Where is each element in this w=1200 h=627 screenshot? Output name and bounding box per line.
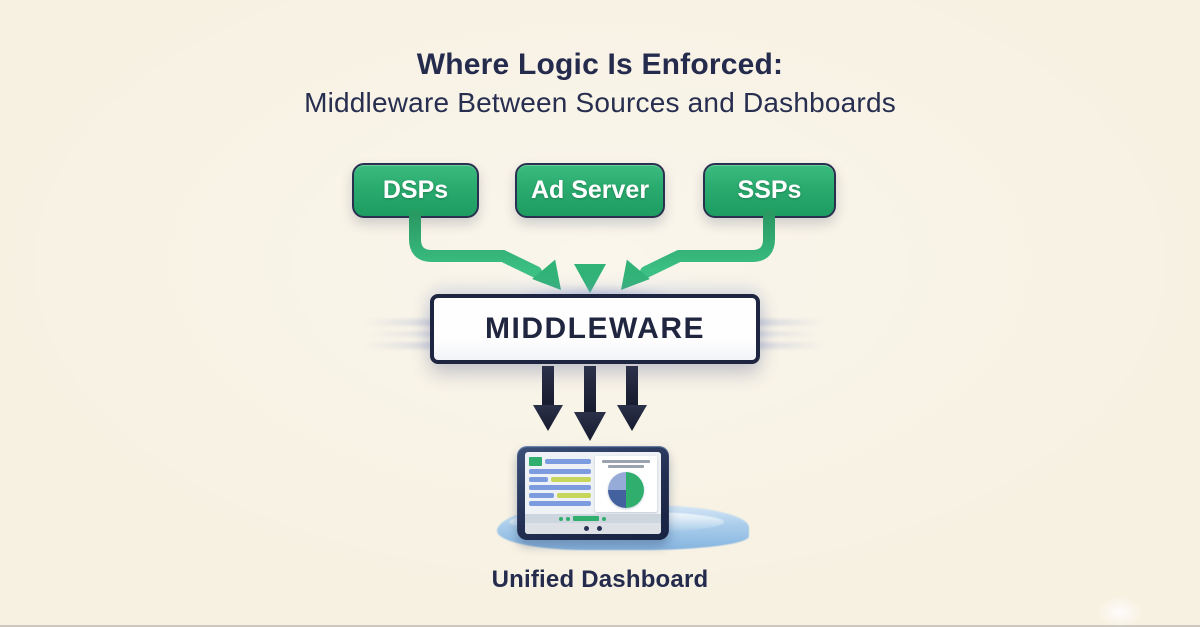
middleware-streak-left: [364, 315, 432, 353]
pie-chart-icon: [608, 472, 645, 508]
text-line-icon: [601, 460, 651, 463]
blue-bar-icon: [529, 477, 548, 482]
green-dot-icon: [559, 516, 563, 521]
blue-bar-icon: [545, 459, 592, 464]
diagram-title: Where Logic Is Enforced:: [416, 48, 784, 81]
dashboard-chart-card: [595, 456, 657, 512]
green-chip-icon: [529, 457, 542, 466]
navy-dot-icon: [584, 526, 589, 531]
diagram-subtitle: Middleware Between Sources and Dashboard…: [304, 87, 896, 118]
source-node-ssps: SSPs: [703, 163, 836, 218]
dashboard-list-panel: [529, 456, 592, 512]
blue-bar-icon: [529, 469, 592, 474]
tablet-screen: [525, 452, 661, 534]
blue-bar-icon: [529, 485, 592, 490]
source-node-dsps: DSPs: [352, 163, 479, 218]
bottom-edge-line: [0, 625, 1200, 627]
corner-glare: [1088, 590, 1152, 627]
source-node-ssps-label: SSPs: [737, 176, 802, 204]
dashboard-toolbar: [525, 514, 661, 523]
green-dot-icon: [602, 516, 606, 521]
source-node-ad-server-label: Ad Server: [530, 176, 650, 204]
tablet-bezel-strip: [525, 523, 661, 534]
yellow-bar-icon: [556, 493, 592, 498]
middleware-streak-right: [758, 315, 826, 353]
unified-dashboard-tablet-icon: [517, 446, 669, 540]
navy-dot-icon: [597, 526, 602, 531]
middleware-node-label: MIDDLEWARE: [485, 312, 705, 345]
blue-bar-icon: [529, 493, 554, 498]
blue-bar-icon: [529, 501, 592, 506]
yellow-bar-icon: [550, 477, 592, 482]
source-node-ad-server: Ad Server: [515, 163, 665, 218]
text-line-icon: [607, 465, 645, 468]
green-dot-icon: [566, 516, 570, 521]
green-bar-icon: [573, 516, 599, 521]
middleware-node: MIDDLEWARE: [430, 294, 760, 364]
source-node-dsps-label: DSPs: [382, 176, 449, 204]
unified-dashboard-label: Unified Dashboard: [491, 566, 709, 593]
